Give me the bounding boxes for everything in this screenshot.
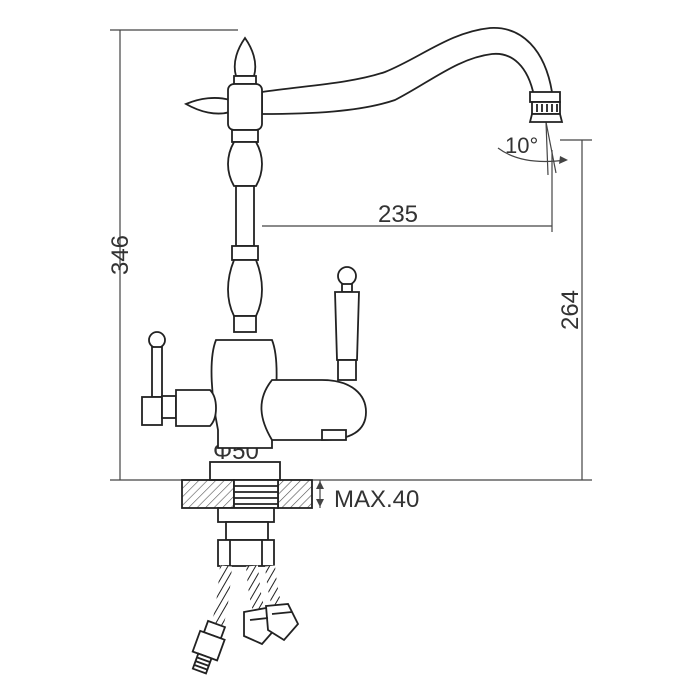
right-valve-housing [260, 379, 367, 441]
supply-hoses [191, 565, 300, 675]
mounting-shank [217, 507, 275, 567]
left-hose-fitting [191, 619, 227, 675]
dimension-spout-angle: 10° [497, 121, 568, 176]
dimension-spout-reach: 235 [262, 150, 553, 232]
total-height-label: 346 [107, 235, 134, 275]
right-hose-fittings [243, 603, 300, 646]
spout-height-label: 264 [557, 290, 584, 330]
spout-angle-label: 10° [505, 133, 538, 158]
left-wing [183, 97, 231, 115]
faucet-outline [141, 27, 564, 481]
base-flange [209, 461, 281, 481]
dimension-max-thickness: MAX.40 [316, 480, 419, 513]
right-lever-handle [334, 266, 360, 381]
countertop-section [181, 479, 313, 509]
dimension-spout-height: 264 [557, 139, 592, 480]
column [227, 129, 263, 333]
top-finial [233, 36, 257, 77]
spout-reach-label: 235 [378, 201, 418, 228]
max-thickness-label: MAX.40 [334, 486, 419, 513]
left-lever-handle [141, 331, 217, 427]
aerator [528, 91, 564, 123]
spout [261, 27, 554, 115]
valve-body [210, 339, 278, 449]
